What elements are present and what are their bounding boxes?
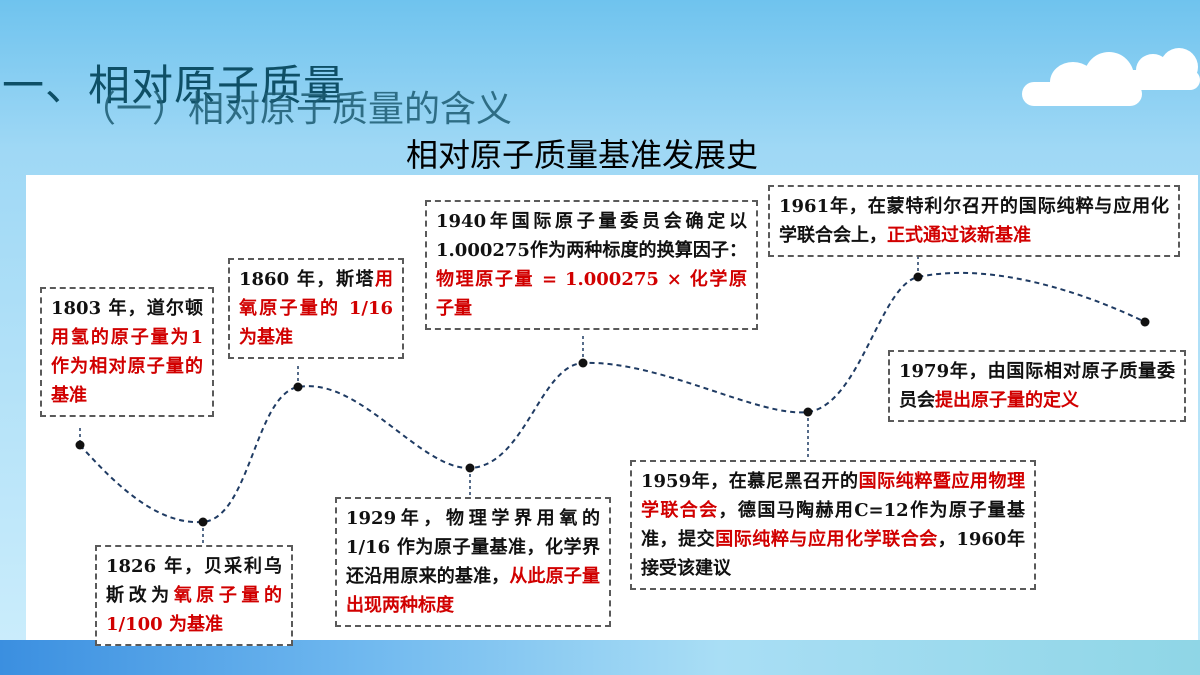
event-box-1961: 1961年，在蒙特利尔召开的国际纯粹与应用化学联合会上，正式通过该新基准 xyxy=(768,185,1180,257)
point-1979 xyxy=(1140,317,1150,327)
event-text: ，德国马陶赫用C=12作为原子量基准，提交 xyxy=(641,500,1025,550)
event-box-1929: 1929年，物理学界用氧的 1/16 作为原子量基准，化学界还沿用原来的基准，从… xyxy=(335,497,611,627)
event-highlight-text: 物理原子量 = 1.000275 × 化学原子量 xyxy=(436,269,747,319)
point-1961 xyxy=(913,272,923,282)
event-highlight-text: 正式通过该新基准 xyxy=(887,225,1031,246)
diagram-title: 相对原子质量基准发展史 xyxy=(406,136,759,174)
point-1860 xyxy=(293,382,303,392)
event-box-1959: 1959年，在慕尼黑召开的国际纯粹暨应用物理学联合会，德国马陶赫用C=12作为原… xyxy=(630,460,1036,590)
subsection-heading: （一）相对原子质量的含义 xyxy=(80,89,513,130)
event-highlight-text: 国际纯粹与应用化学联合会 xyxy=(715,529,938,550)
event-text: 1940年国际原子量委员会确定以1.000275作为两种标度的换算因子： xyxy=(436,211,747,261)
event-box-1803: 1803 年，道尔顿用氢的原子量为1作为相对原子量的基准 xyxy=(40,287,214,417)
event-text: 1959年，在慕尼黑召开的 xyxy=(641,471,859,492)
event-box-1979: 1979年，由国际相对原子质量委员会提出原子量的定义 xyxy=(888,350,1186,422)
event-box-1826: 1826 年，贝采利乌斯改为氧原子量的 1/100 为基准 xyxy=(95,545,293,646)
event-text: 1803 年，道尔顿 xyxy=(51,298,203,319)
event-highlight-text: 国际纯粹暨应用物理学联合会 xyxy=(641,471,1025,521)
event-highlight-text: 从此原子量出现两种标度 xyxy=(346,566,601,616)
event-box-1860: 1860 年，斯塔用氧原子量的 1/16 为基准 xyxy=(228,258,404,359)
timeline-curve xyxy=(79,271,1146,524)
point-1826 xyxy=(198,517,208,527)
event-text: 1860 年，斯塔 xyxy=(239,269,375,290)
point-1959 xyxy=(803,407,813,417)
event-text: 1929年，物理学界用氧的 1/16 作为原子量基准，化学界还沿用原来的基准， xyxy=(346,508,600,587)
event-highlight-text: 提出原子量的定义 xyxy=(935,390,1079,411)
event-text: 1826 年，贝采利乌斯改为 xyxy=(106,556,282,606)
event-text: 1961年，在蒙特利尔召开的国际纯粹与应用化学联合会上， xyxy=(779,196,1169,246)
section-heading: 一、相对原子质量 xyxy=(2,61,347,110)
point-1940 xyxy=(578,358,588,368)
event-highlight-text: 用氧原子量的 1/16 为基准 xyxy=(239,269,393,348)
event-box-1940: 1940年国际原子量委员会确定以1.000275作为两种标度的换算因子： 物理原子… xyxy=(425,200,758,330)
cloud-decoration xyxy=(1122,48,1200,90)
event-text: ，1960年接受该建议 xyxy=(641,529,1025,579)
event-highlight-text: 用氢的原子量为1作为相对原子量的基准 xyxy=(51,327,203,406)
point-1803 xyxy=(75,440,85,450)
point-1929 xyxy=(465,463,475,473)
event-highlight-text: 氧原子量的 1/100 为基准 xyxy=(106,585,283,635)
event-text: 1979年，由国际相对原子质量委员会 xyxy=(899,361,1175,411)
